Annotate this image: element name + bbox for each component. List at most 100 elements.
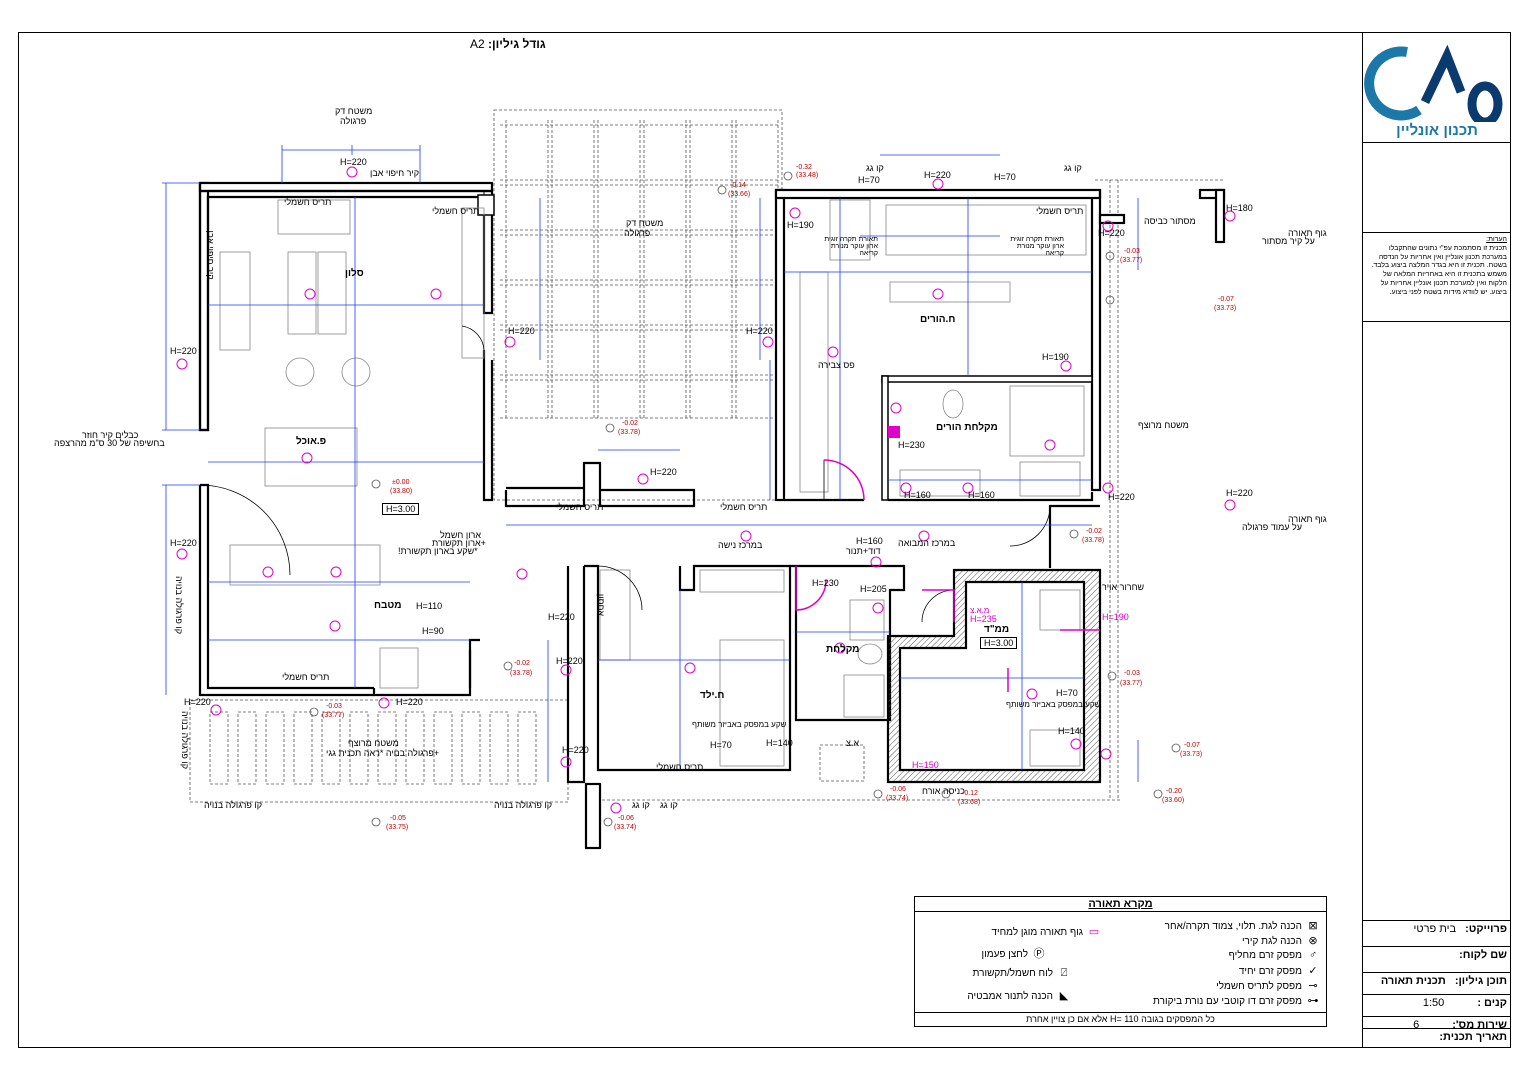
master-light-note: תאורת תקרה זוגית ארון עוקר מנורת קריאה xyxy=(824,236,878,257)
panel-note-1: ארון חשמל xyxy=(440,530,481,540)
blinds-label-5: תריס חשמלי xyxy=(1036,206,1084,216)
roof-line-3: קו גג xyxy=(660,800,678,810)
height-label: H=220 xyxy=(1108,492,1135,502)
level-value: (33.73) xyxy=(1180,751,1203,758)
level-value: -0.06 xyxy=(618,815,634,822)
height-label: H=70 xyxy=(710,740,732,750)
dimension-lines xyxy=(162,145,1139,782)
level-value: -0.07 xyxy=(1184,742,1200,749)
level-value: (33.73) xyxy=(1214,305,1237,312)
height-label: H=230 xyxy=(812,578,839,588)
revision-value: 6 xyxy=(1413,1019,1420,1031)
height-label: H=220 xyxy=(396,697,423,707)
lamp-pergola-1: גוף תאורה xyxy=(1288,514,1327,524)
legend-item-text: הכנה לגת קירי xyxy=(1241,936,1302,947)
level-value: -0.20 xyxy=(1166,788,1182,795)
ceiling-height-box: H=3.00 xyxy=(382,503,420,515)
legend-item-text: הכנה לתנור אמבטיה xyxy=(967,991,1053,1002)
level-note: מ.א.צ xyxy=(970,606,990,615)
blinds-label-3: תריס חשמלי xyxy=(556,502,604,512)
height-label: H=160 xyxy=(968,490,995,500)
level-value: -0.05 xyxy=(390,815,406,822)
pergola-grid-bottom xyxy=(189,179,1225,803)
legend-title: מקרא תאורה xyxy=(915,897,1326,912)
corridor-entry-label: במרכז המבואה xyxy=(898,538,956,548)
paved-deck-bottom-2: +פרגולה בנויה *ראה תכנית גגי xyxy=(326,748,440,758)
legend-item: Ⓟלחצן פעמון xyxy=(982,945,1047,961)
lamp-side-1: גוף תאורה xyxy=(1288,228,1327,238)
legend-item-text: מפסק זרם מחליף xyxy=(1228,950,1302,961)
level-value: -0.02 xyxy=(1086,528,1102,535)
blinds-label-1: תריס חשמלי xyxy=(284,197,332,207)
pergola-line-side-1: קו פרגולה בנויה xyxy=(174,575,185,635)
level-value: -0.03 xyxy=(326,703,342,710)
height-label: H=230 xyxy=(898,440,925,450)
height-label: H=220 xyxy=(508,326,535,336)
level-value: (33.77) xyxy=(1120,680,1143,687)
roof-line-2: קו גג xyxy=(1064,163,1082,173)
level-value: (33.80) xyxy=(390,488,413,495)
project-label: פרוייקט: xyxy=(1465,923,1507,935)
light-deck-top: משטח דק xyxy=(335,106,373,116)
lamp-side-2: על קיר מסתור xyxy=(1262,236,1315,246)
lamp-pergola-2: על עמוד פרגולה xyxy=(1242,522,1303,532)
light-deck-mid: משטח דק xyxy=(626,218,664,228)
legend-item-text: לוח חשמל/תקשורת xyxy=(972,968,1053,979)
height-label: H=220 xyxy=(170,346,197,356)
blinds-label-2: תריס חשמלי xyxy=(432,206,480,216)
pergola-line-bottom-1: קו פרגולה בנויה xyxy=(204,800,263,810)
wall-cable-2: בחשיפה של 30 ס"מ מהרצפה xyxy=(54,438,165,448)
lighting-legend: מקרא תאורה ⊠הכנה לגת. תלוי, צמוד תקרה/אח… xyxy=(914,896,1327,1027)
scale-label: קנים : xyxy=(1477,997,1507,1009)
scale-value: 1:50 xyxy=(1422,997,1445,1009)
level-markers xyxy=(309,171,1181,827)
level-value: -0.02 xyxy=(514,660,530,667)
blinds-label-6: תריס חשמלי xyxy=(282,672,330,682)
height-label: H=220 xyxy=(562,745,589,755)
height-label: H=190 xyxy=(1102,612,1129,622)
roof-line-4: קו גג xyxy=(632,800,650,810)
sheet-content-value: תכנית תאורה xyxy=(1380,975,1446,987)
electric-panel-icon: ⍁ xyxy=(1060,967,1068,979)
legend-item-text: מפסק זרם דו קוטבי עם נורת ביקורת xyxy=(1153,996,1302,1007)
height-label: H=190 xyxy=(787,220,814,230)
doors xyxy=(199,325,1051,623)
height-label: H=220 xyxy=(340,157,367,167)
room-kitchen: מטבח xyxy=(374,600,402,611)
height-label: H=220 xyxy=(184,697,211,707)
legend-item: ⍁ לוח חשמל/תקשורת xyxy=(973,967,1071,980)
level-value: (33.48) xyxy=(796,172,819,179)
legend-item: ⊸מפסק לתריס חשמלי xyxy=(1216,979,1320,992)
level-value: (33.78) xyxy=(1082,537,1105,544)
height-label: H=160 xyxy=(904,490,931,500)
two-way-switch-icon: ♂ xyxy=(1308,949,1318,961)
legend-item: ⊷מפסק זרם דו קוטבי עם נורת ביקורת xyxy=(1153,994,1320,1007)
panel-note-3: *שקע בארון תקשורת! xyxy=(398,546,478,556)
scale-row: קנים : 1:50 xyxy=(1363,994,1511,1016)
stone-wall-top: קיר חיפוי אבן xyxy=(370,168,420,178)
magenta-doors xyxy=(795,459,1100,692)
gallery-note: פס צבירה xyxy=(818,360,855,370)
title-block: תכנון אונליין הערות: תכנית זו מסתמכת עפ"… xyxy=(1362,32,1511,1048)
legend-item-text: מפסק לתריס חשמלי xyxy=(1216,981,1302,992)
paved-deck-label: משטח מרוצף xyxy=(1138,420,1189,430)
legend-item: ♂ מפסק זרם מחליף xyxy=(1229,949,1320,961)
legend-item-text: לחצן פעמון xyxy=(981,949,1029,960)
pergola-mid: פרגולה xyxy=(624,228,651,238)
height-label: H=140 xyxy=(1058,726,1085,736)
sheet-size-value: A2 xyxy=(470,37,485,51)
sheet-content-row: תוכן גיליון: תכנית תאורה xyxy=(1363,972,1511,994)
work-plug-note: שקע במפסק באביזר משותף xyxy=(692,720,787,729)
height-label: H=220 xyxy=(556,656,583,666)
room-child: ח.ילד xyxy=(700,690,725,701)
roof-line-1: קו גג xyxy=(866,163,884,173)
sheet-size-label: גודל גיליון: xyxy=(488,37,546,51)
room-shower: מקלחת xyxy=(826,644,860,655)
a-label: א.צ xyxy=(846,738,860,748)
ceiling-outlet-x-icon: ⊠ xyxy=(1308,920,1318,932)
height-label: H=220 xyxy=(746,326,773,336)
safe-window-label: שחרור אויר xyxy=(1102,582,1145,592)
project-row: פרוייקט: בית פרטי xyxy=(1363,920,1511,946)
legend-item: ✓מפסק זרם יחיד xyxy=(1239,964,1320,977)
